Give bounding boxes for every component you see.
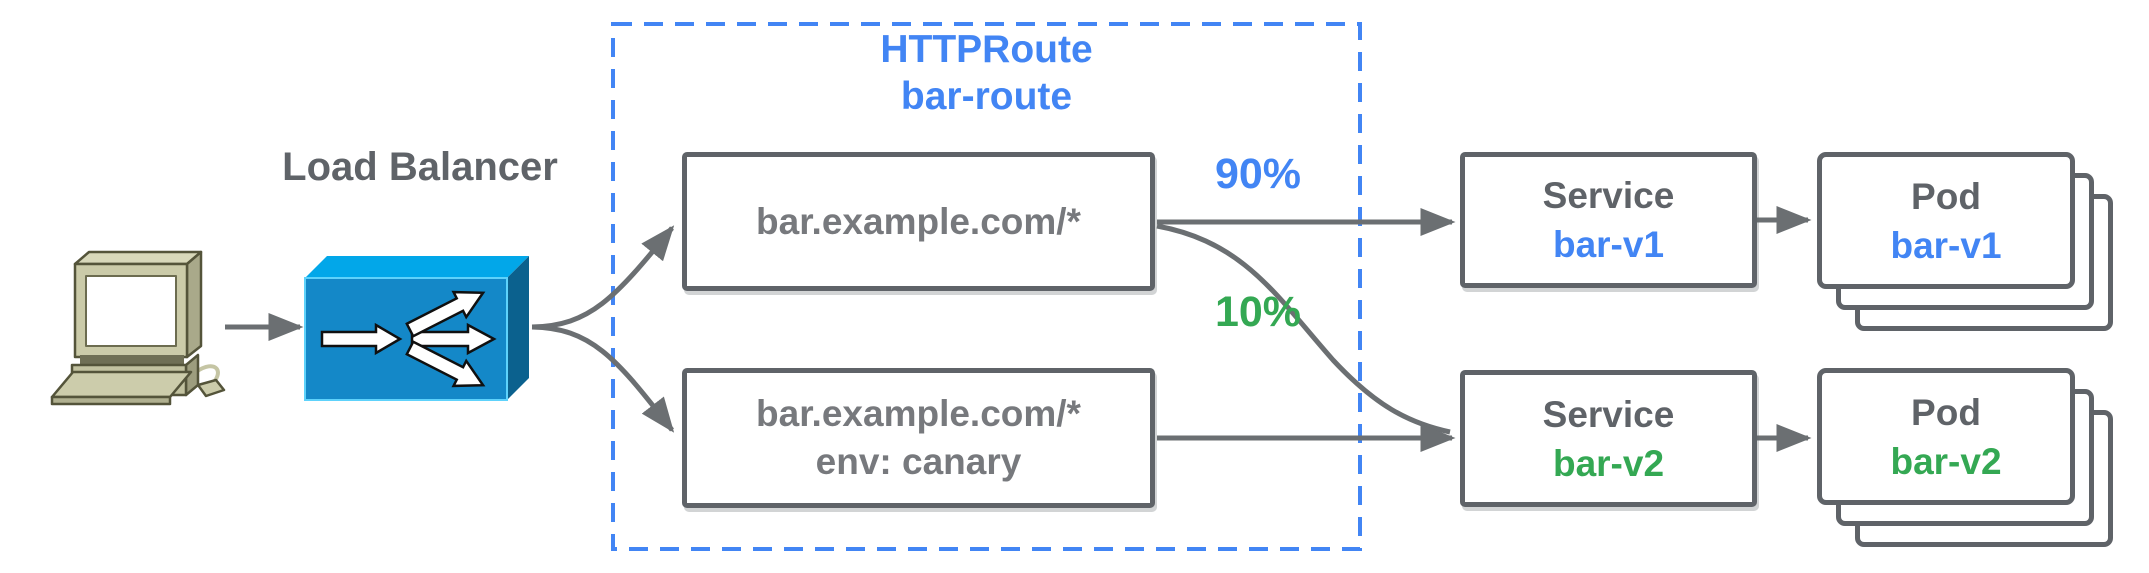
route-rule-match: bar.example.com/* [756, 200, 1081, 242]
arrow-lb-to-rule1 [531, 225, 675, 330]
load-balancer-label: Load Balancer [282, 145, 558, 189]
pod-name: bar-v1 [1890, 224, 2002, 266]
keyboard-front [50, 395, 172, 406]
service-name: bar-v1 [1552, 224, 1665, 265]
httproute-title-name: bar-route [900, 75, 1073, 118]
pod-bar-v1: Pod bar-v1 [1817, 152, 2075, 289]
client-computer-icon [50, 250, 226, 406]
lb-top-face [305, 256, 529, 278]
monitor-screen [85, 275, 177, 347]
service-kind: Service [1542, 175, 1675, 216]
service-kind: Service [1542, 393, 1675, 435]
pod-name: bar-v2 [1890, 440, 2002, 482]
pod-stack-bar-v2: Pod bar-v2 [1817, 368, 2117, 550]
route-rule-primary: bar.example.com/* [682, 152, 1155, 291]
pod-kind: Pod [1911, 175, 1981, 217]
monitor-vent [80, 355, 184, 365]
load-balancer-icon [304, 256, 529, 401]
route-rule-canary: bar.example.com/* env: canary [682, 368, 1155, 508]
service-name: bar-v2 [1552, 442, 1665, 484]
route-rule-match: bar.example.com/* [756, 393, 1081, 434]
weight-label-90: 90% [1214, 150, 1302, 198]
httproute-title: HTTPRoute bar-route [613, 26, 1360, 120]
pod-kind: Pod [1911, 391, 1981, 433]
service-bar-v1: Service bar-v1 [1460, 152, 1757, 288]
pod-bar-v2: Pod bar-v2 [1817, 368, 2075, 505]
pod-stack-bar-v1: Pod bar-v1 [1817, 152, 2117, 334]
mouse-body [196, 378, 226, 398]
keyboard-top [50, 370, 193, 399]
httproute-boundary [611, 22, 1362, 551]
monitor-top-face [73, 250, 203, 266]
weight-label-10: 10% [1214, 288, 1302, 336]
arrow-lb-to-rule2 [531, 324, 675, 433]
lb-split-arrows-glyph [320, 290, 497, 388]
route-rule-header-match: env: canary [815, 441, 1022, 482]
httproute-title-kind: HTTPRoute [880, 28, 1093, 71]
monitor-side-face [185, 250, 203, 359]
arrow-rule1-to-service-v2-10pct [1156, 223, 1451, 435]
service-bar-v2: Service bar-v2 [1460, 370, 1757, 507]
lb-side-face [507, 256, 529, 400]
